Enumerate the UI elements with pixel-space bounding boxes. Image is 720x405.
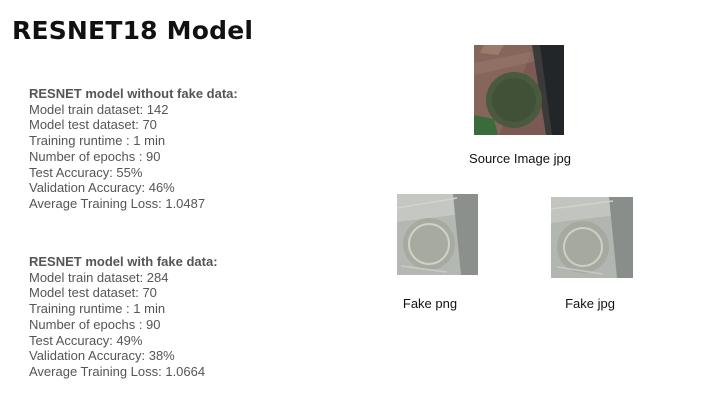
stat-line: Test Accuracy: 49% [29, 332, 143, 348]
stat-line: Number of epochs : 90 [29, 316, 161, 332]
fake-png-caption: Fake png [402, 296, 458, 311]
stats-heading: RESNET model without fake data: [29, 86, 238, 101]
source-satellite-image [474, 45, 564, 135]
slide-title: RESNET18 Model [12, 16, 254, 45]
fake-jpg-caption: Fake jpg [565, 296, 615, 311]
fake-png-image [397, 194, 478, 275]
stat-line: Number of epochs : 90 [29, 148, 161, 164]
stats-without-fake-data: RESNET model without fake data: Model tr… [29, 86, 238, 212]
stat-line: Validation Accuracy: 46% [29, 180, 175, 196]
stat-line: Training runtime : 1 min [29, 301, 166, 317]
stats-with-fake-data: RESNET model with fake data: Model train… [29, 254, 218, 380]
stat-line: Average Training Loss: 1.0487 [29, 195, 206, 211]
stat-line: Validation Accuracy: 38% [29, 348, 175, 364]
source-image-caption: Source Image jpg [469, 151, 571, 166]
stat-line: Model train dataset: 284 [29, 269, 169, 285]
stat-line: Test Accuracy: 55% [29, 164, 143, 180]
stat-line: Training runtime : 1 min [29, 133, 166, 149]
fake-jpg-image [551, 197, 633, 278]
stat-line: Average Training Loss: 1.0664 [29, 363, 206, 379]
stat-line: Model train dataset: 142 [29, 101, 169, 117]
stat-line: Model test dataset: 70 [29, 117, 157, 133]
stat-line: Model test dataset: 70 [29, 285, 157, 301]
stats-heading: RESNET model with fake data: [29, 254, 218, 269]
